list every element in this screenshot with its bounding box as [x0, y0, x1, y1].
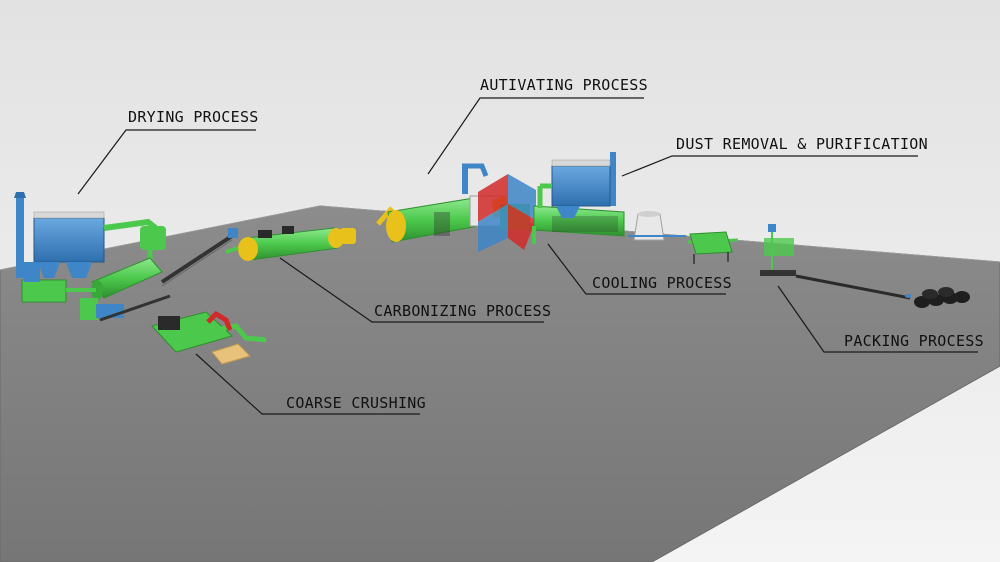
label-carbonizing-process: CARBONIZING PROCESS: [374, 302, 552, 320]
label-drying-process: DRYING PROCESS: [128, 108, 259, 126]
leader-activating: [427, 97, 644, 175]
drying-equipment: [14, 192, 238, 320]
red-blue-arrow-logo-icon: [478, 174, 536, 252]
label-packing-process: PACKING PROCESS: [844, 332, 984, 350]
cooling-equipment: [532, 205, 686, 244]
label-cooling-process: COOLING PROCESS: [592, 274, 732, 292]
leader-carbonizing: [279, 257, 544, 323]
leader-cooling: [547, 243, 726, 295]
label-dust-removal: DUST REMOVAL & PURIFICATION: [676, 135, 928, 153]
label-coarse-crushing: COARSE CRUSHING: [286, 394, 426, 412]
leader-packing: [777, 285, 978, 353]
leader-drying: [77, 129, 256, 195]
leader-lines: [77, 97, 978, 415]
crushing-equipment: [99, 294, 267, 365]
carbonizing-equipment: [225, 226, 356, 261]
leader-dust-removal: [621, 155, 918, 177]
packing-equipment: [687, 224, 970, 308]
label-activating-process: AUTIVATING PROCESS: [480, 76, 648, 94]
leader-coarse-crushing: [195, 353, 420, 415]
dust-removal-equipment: [537, 152, 616, 218]
